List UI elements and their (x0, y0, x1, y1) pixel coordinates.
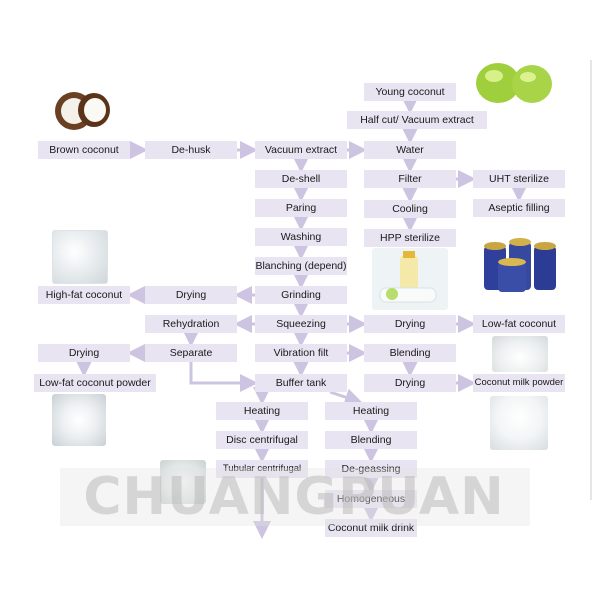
node-blending-1: Blending (364, 344, 456, 362)
node-squeezing: Squeezing (255, 315, 347, 333)
node-filter: Filter (364, 170, 456, 188)
node-cooling: Cooling (364, 200, 456, 218)
node-drying-1: Drying (145, 286, 237, 304)
young-coconut-photo (476, 63, 552, 103)
node-heating-1: Heating (216, 402, 308, 420)
coconut-powder-photo (52, 394, 106, 446)
coconut-milk-powder-photo (490, 396, 548, 450)
watermark-text: CHUANGPUAN (83, 467, 505, 527)
low-fat-coconut-photo (492, 336, 548, 372)
node-tubular-centrifugal: Tubular centrifugal (216, 460, 308, 478)
node-vacuum-extract: Vacuum extract (255, 141, 347, 159)
node-drying-3: Drying (38, 344, 130, 362)
node-water: Water (364, 141, 456, 159)
node-washing: Washing (255, 228, 347, 246)
node-half-cut: Half cut/ Vacuum extract (347, 111, 487, 129)
node-low-fat-coconut-powder: Low-fat coconut powder (34, 374, 156, 392)
brown-coconut-photo (55, 92, 110, 130)
node-homogeneous: Homogeneous (325, 490, 417, 508)
node-hpp-sterilize: HPP sterilize (364, 229, 456, 247)
node-de-shell: De-shell (255, 170, 347, 188)
node-separate: Separate (145, 344, 237, 362)
arrow-buffer-to-heating2 (329, 388, 363, 406)
node-drying-4: Drying (364, 374, 456, 392)
node-blending-2: Blending (325, 431, 417, 449)
node-vibration-filt: Vibration filt (255, 344, 347, 362)
node-grinding: Grinding (255, 286, 347, 304)
node-drying-2: Drying (364, 315, 456, 333)
node-aseptic-filling: Aseptic filling (473, 199, 565, 217)
node-de-husk: De-husk (145, 141, 237, 159)
coconut-water-bottles-photo (372, 248, 448, 310)
canned-drinks-photo (484, 238, 556, 292)
node-disc-centrifugal: Disc centrifugal (216, 431, 308, 449)
arrow-separate-to-buffer (189, 362, 258, 392)
node-high-fat-coconut: High-fat coconut (38, 286, 130, 304)
coconut-cream-photo (160, 460, 206, 504)
node-coconut-milk-drink: Coconut milk drink (325, 519, 417, 537)
watermark-band (60, 468, 530, 526)
node-young-coconut: Young coconut (364, 83, 456, 101)
node-uht-sterilize: UHT sterilize (473, 170, 565, 188)
node-buffer-tank: Buffer tank (255, 374, 347, 392)
node-rehydration: Rehydration (145, 315, 237, 333)
page-edge (590, 60, 592, 500)
node-low-fat-coconut: Low-fat coconut (473, 315, 565, 333)
node-heating-2: Heating (325, 402, 417, 420)
node-coconut-milk-powder: Coconut milk powder (473, 374, 565, 392)
node-blanching: Blanching (depend) (255, 257, 347, 275)
node-brown-coconut: Brown coconut (38, 141, 130, 159)
node-paring: Paring (255, 199, 347, 217)
desiccated-coconut-photo (52, 230, 108, 284)
node-de-geassing: De-geassing (325, 460, 417, 478)
